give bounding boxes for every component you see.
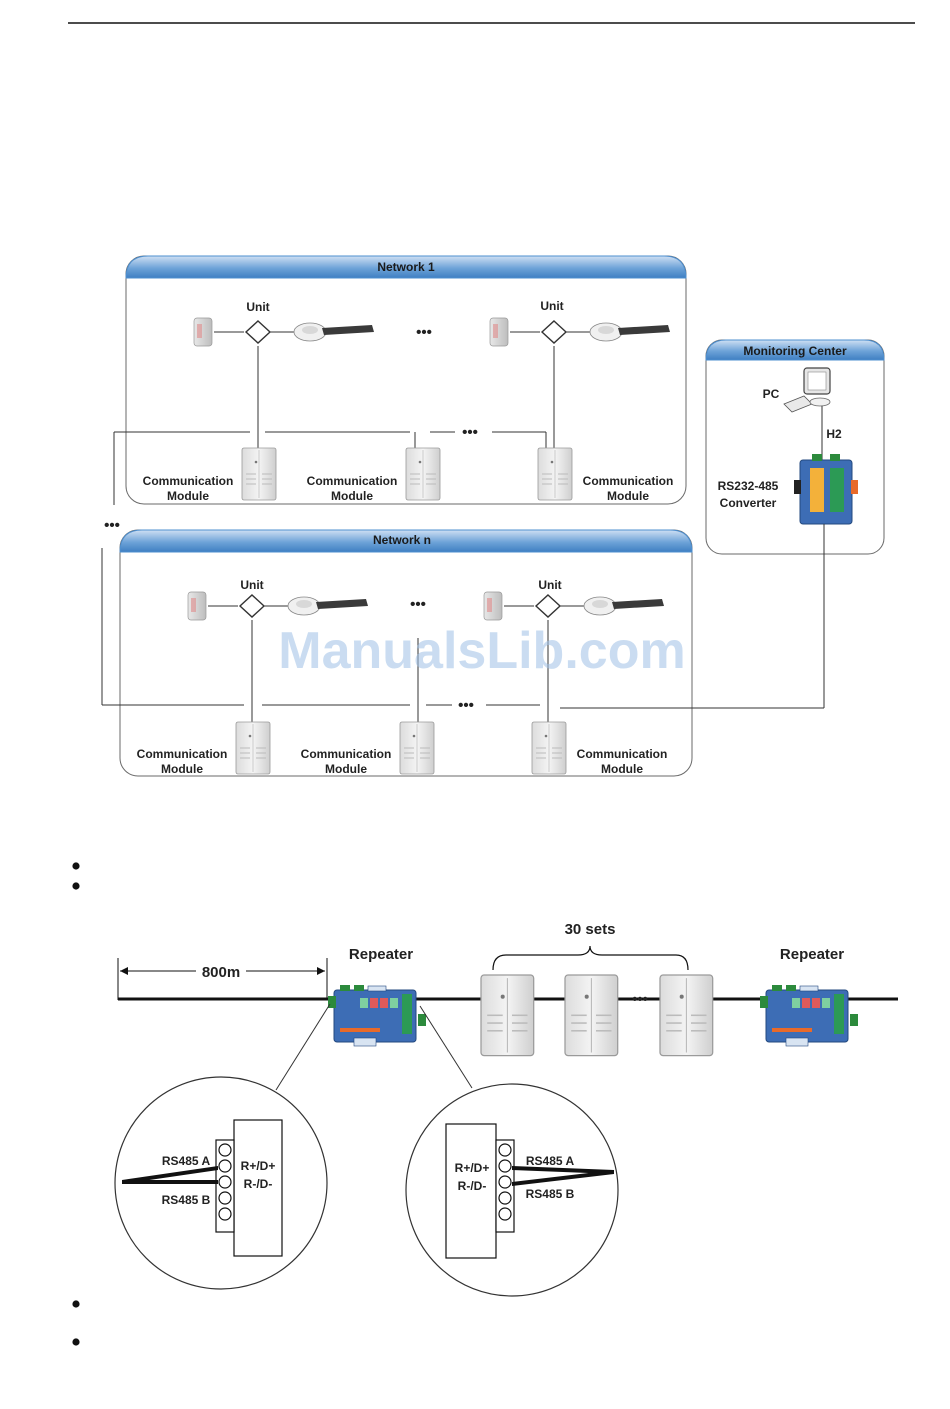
monitoring-center-panel: Monitoring Center: [705, 339, 885, 555]
comm-module-icon: [399, 721, 435, 775]
repeater-icon: [327, 984, 427, 1047]
network1-title: Network 1: [377, 260, 435, 274]
networkn-panel: Network n: [119, 529, 693, 777]
ellipsis: •••: [104, 517, 120, 534]
comm-module-label: Module: [167, 489, 209, 503]
converter-label: RS232-485: [718, 479, 779, 493]
bullet: [72, 862, 80, 870]
repeater-icon: [759, 984, 859, 1047]
rs485-a-label: RS485 A: [162, 1154, 211, 1168]
unit-label: Unit: [240, 578, 263, 592]
watermark: ManualsLib.com: [278, 622, 685, 680]
comm-module-label: Module: [601, 762, 643, 776]
comm-module-icon: [659, 974, 714, 1057]
r-minus-label: R-/D-: [244, 1177, 273, 1191]
comm-module-label: Communication: [583, 474, 674, 488]
ellipsis: •••: [416, 324, 432, 341]
repeater-label: Repeater: [780, 946, 844, 963]
sets-label: 30 sets: [565, 921, 616, 938]
repeater-label: Repeater: [349, 946, 413, 963]
pc-icon: [783, 367, 831, 413]
comm-module-icon: [480, 974, 535, 1057]
ellipsis: •••: [458, 697, 474, 714]
converter-label: Converter: [720, 496, 777, 510]
comm-module-icon: [531, 721, 567, 775]
bullet: [72, 1338, 80, 1346]
converter-icon: [793, 453, 859, 525]
r-plus-label: R+/D+: [455, 1161, 490, 1175]
h2-label: H2: [826, 427, 842, 441]
comm-module-icon: [537, 447, 573, 501]
distance-label: 800m: [202, 964, 240, 981]
comm-module-label: Communication: [301, 747, 392, 761]
rs485-b-label: RS485 B: [526, 1187, 575, 1201]
network-diagram: Network 1 Network n Monitoring Center Un…: [101, 255, 885, 777]
ellipsis: •••: [632, 991, 648, 1008]
comm-module-icon: [405, 447, 441, 501]
comm-module-label: Module: [607, 489, 649, 503]
comm-module-label: Module: [325, 762, 367, 776]
monitoring-center-title: Monitoring Center: [743, 344, 847, 358]
unit-label: Unit: [540, 299, 563, 313]
ellipsis: •••: [462, 424, 478, 441]
rs485-a-label: RS485 A: [526, 1154, 575, 1168]
comm-module-icon: [241, 447, 277, 501]
unit-label: Unit: [246, 300, 269, 314]
comm-module-label: Communication: [307, 474, 398, 488]
comm-module-icon: [235, 721, 271, 775]
r-plus-label: R+/D+: [241, 1159, 276, 1173]
bullet: [72, 882, 80, 890]
comm-module-label: Communication: [137, 747, 228, 761]
networkn-title: Network n: [373, 533, 431, 547]
pc-label: PC: [763, 387, 780, 401]
comm-module-icon: [564, 974, 619, 1057]
repeater-diagram: 800m Repeater Repeater 30 sets ••• RS485…: [114, 921, 898, 1297]
unit-label: Unit: [538, 578, 561, 592]
comm-module-label: Module: [331, 489, 373, 503]
comm-module-label: Communication: [143, 474, 234, 488]
r-minus-label: R-/D-: [458, 1179, 487, 1193]
comm-module-label: Communication: [577, 747, 668, 761]
comm-module-label: Module: [161, 762, 203, 776]
rs485-b-label: RS485 B: [162, 1193, 211, 1207]
bullet: [72, 1300, 80, 1308]
ellipsis: •••: [410, 596, 426, 613]
